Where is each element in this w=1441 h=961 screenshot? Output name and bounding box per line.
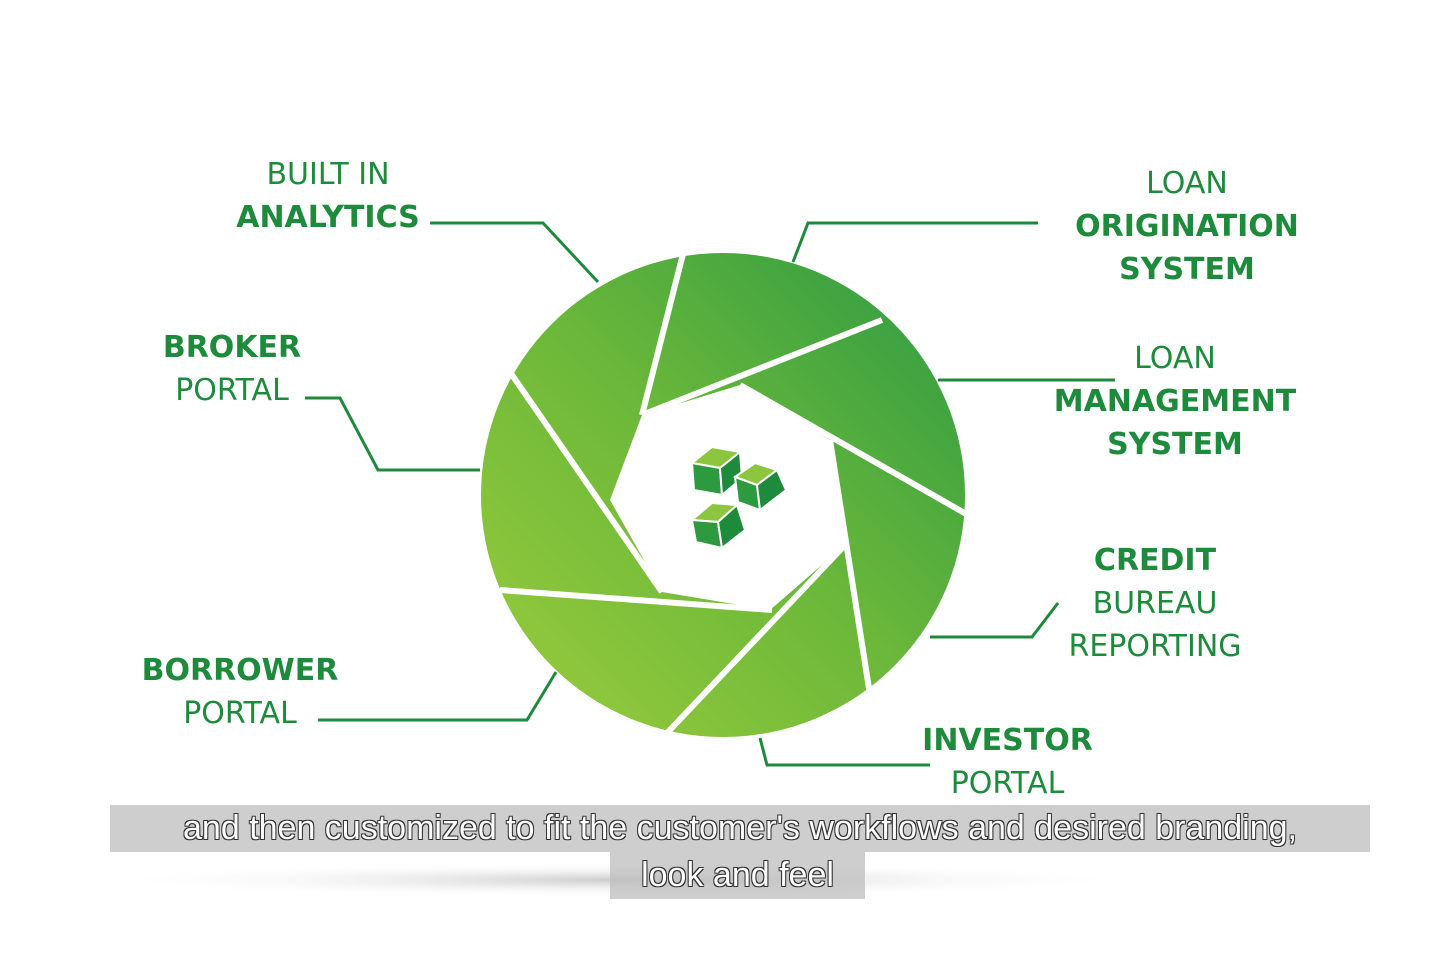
label-loan-origination-system: LOAN ORIGINATION SYSTEM xyxy=(1075,166,1299,287)
subtitle-line-1: and then customized to fit the customer'… xyxy=(110,805,1370,852)
cubes-logo-icon xyxy=(689,445,788,550)
subtitle-line-2: look and feel xyxy=(610,852,865,899)
label-investor-portal: INVESTOR PORTAL xyxy=(922,723,1093,801)
label-loan-management-system: LOAN MANAGEMENT SYSTEM xyxy=(1053,341,1297,462)
label-broker-portal: BROKER PORTAL xyxy=(162,330,302,408)
label-built-in-analytics: BUILT IN ANALYTICS xyxy=(236,157,420,235)
label-borrower-portal: BORROWER PORTAL xyxy=(141,653,339,731)
aperture-blade-separators xyxy=(499,249,970,735)
callout-lines xyxy=(305,221,1115,767)
label-credit-bureau-reporting: CREDIT BUREAU REPORTING xyxy=(1068,543,1242,664)
aperture-center-hole xyxy=(610,385,845,610)
